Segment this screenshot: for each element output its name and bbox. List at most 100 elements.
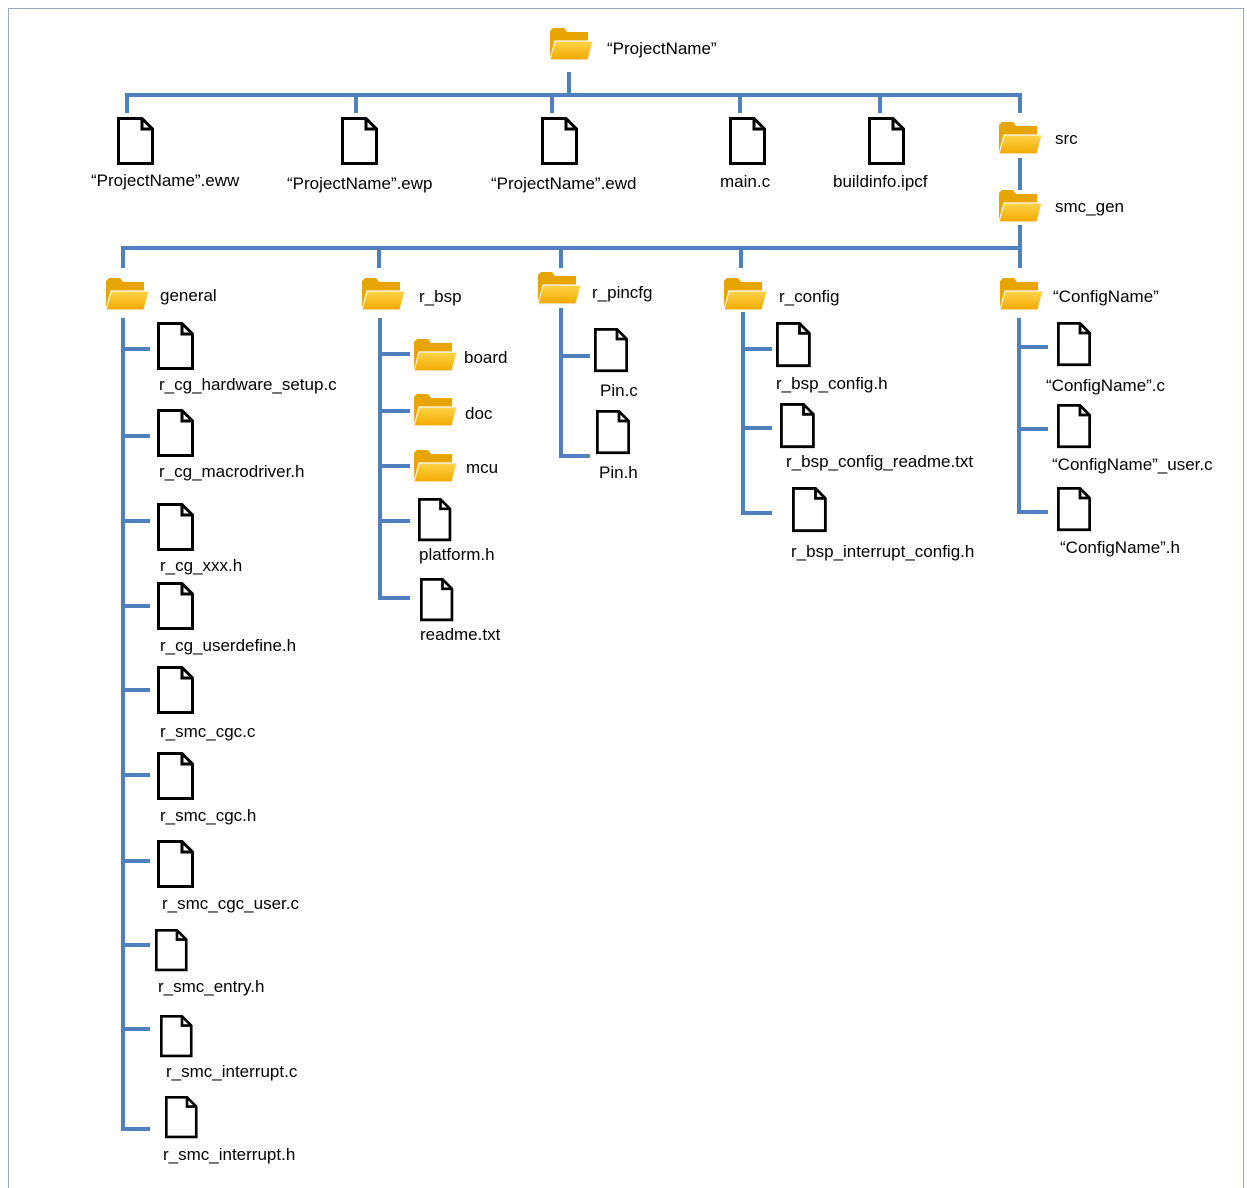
config-name-folder-label: “ConfigName”	[1053, 287, 1159, 306]
folder-icon	[723, 277, 768, 311]
folder-icon	[537, 271, 582, 305]
file-icon	[1057, 487, 1092, 532]
file-icon	[594, 328, 629, 373]
file-icon	[1057, 322, 1092, 367]
connector-lines	[121, 72, 1048, 1131]
general-file: r_cg_userdefine.h	[157, 582, 296, 655]
general-file: r_cg_xxx.h	[157, 503, 242, 575]
config-name-file: “ConfigName”.c	[1046, 322, 1166, 395]
file-label: buildinfo.ipcf	[833, 172, 928, 191]
file-label: r_smc_interrupt.h	[163, 1145, 295, 1164]
file-label: “ConfigName”.c	[1046, 376, 1166, 395]
general-file: r_cg_hardware_setup.c	[157, 322, 337, 394]
file-label: “ProjectName”.eww	[91, 171, 240, 190]
config-name-file: “ConfigName”.h	[1057, 487, 1180, 557]
r-pincfg-file: Pin.c	[594, 328, 638, 400]
r-bsp-folder-label: r_bsp	[419, 287, 462, 306]
file-icon	[792, 487, 827, 533]
file-icon	[729, 117, 766, 165]
file-label: main.c	[720, 172, 771, 191]
folder-icon	[999, 277, 1044, 311]
r-config-file: r_bsp_config_readme.txt	[779, 402, 973, 471]
file-icon	[155, 928, 188, 972]
file-label: r_cg_xxx.h	[160, 556, 242, 575]
r-bsp-subfolder: board	[413, 338, 507, 372]
file-label: r_smc_cgc.c	[160, 722, 256, 741]
file-label: r_smc_entry.h	[158, 977, 264, 996]
file-icon	[596, 410, 631, 455]
r-bsp-folder: r_bsp	[361, 277, 462, 311]
folder-icon	[998, 189, 1043, 223]
file-label: r_cg_userdefine.h	[160, 636, 296, 655]
file-label: r_bsp_interrupt_config.h	[791, 542, 974, 561]
file-label: “ProjectName”.ewp	[287, 174, 433, 193]
general-file: r_smc_cgc_user.c	[157, 840, 299, 913]
file-label: r_bsp_config.h	[776, 374, 888, 393]
file-label: “ConfigName”_user.c	[1052, 455, 1213, 474]
file-icon	[420, 578, 454, 622]
file-icon	[159, 1015, 193, 1058]
config-name-folder: “ConfigName”	[999, 277, 1159, 311]
file-label: Pin.c	[600, 381, 638, 400]
file-icon	[868, 117, 905, 165]
file-icon	[1057, 404, 1092, 449]
r-config-file: r_bsp_config.h	[775, 322, 888, 393]
config-name-file: “ConfigName”_user.c	[1052, 404, 1213, 474]
file-icon	[779, 402, 815, 449]
file-ewd: “ProjectName”.ewd	[491, 117, 637, 193]
smc-gen-folder: smc_gen	[998, 189, 1124, 223]
file-label: r_smc_cgc_user.c	[162, 894, 299, 913]
file-label: Pin.h	[599, 463, 638, 482]
file-icon	[117, 117, 154, 165]
folder-icon	[413, 338, 458, 372]
file-label: r_cg_hardware_setup.c	[159, 375, 337, 394]
file-label: r_cg_macrodriver.h	[159, 462, 305, 481]
file-icon	[418, 498, 452, 542]
folder-icon	[998, 121, 1043, 155]
r-config-folder-label: r_config	[779, 287, 839, 306]
r-config-file: r_bsp_interrupt_config.h	[791, 487, 974, 561]
general-file: r_smc_entry.h	[155, 928, 264, 996]
general-folder: general	[105, 277, 217, 311]
file-ewp: “ProjectName”.ewp	[287, 117, 433, 193]
general-file: r_cg_macrodriver.h	[157, 409, 305, 481]
file-icon	[341, 117, 378, 165]
r-bsp-subfolder: doc	[413, 393, 493, 427]
subfolder-label: doc	[465, 404, 493, 423]
general-file: r_smc_interrupt.c	[159, 1015, 298, 1081]
src-folder-label: src	[1055, 129, 1078, 148]
r-bsp-file: platform.h	[418, 498, 495, 564]
general-file: r_smc_cgc.h	[157, 752, 256, 825]
file-icon	[157, 503, 194, 551]
file-icon	[157, 322, 194, 370]
file-label: “ProjectName”.ewd	[491, 174, 637, 193]
file-label: r_smc_interrupt.c	[166, 1062, 298, 1081]
file-eww: “ProjectName”.eww	[91, 117, 240, 190]
r-config-folder: r_config	[723, 277, 839, 311]
file-icon	[157, 840, 194, 888]
root-folder: “ProjectName”	[549, 27, 717, 61]
file-icon	[157, 752, 194, 800]
file-icon	[775, 322, 811, 368]
folder-icon	[361, 277, 406, 311]
src-folder: src	[998, 121, 1078, 155]
folder-icon	[549, 27, 594, 61]
root-folder-label: “ProjectName”	[607, 39, 717, 58]
file-main: main.c	[720, 117, 771, 191]
file-icon	[157, 409, 194, 457]
file-icon	[165, 1096, 198, 1139]
folder-icon	[413, 449, 458, 483]
file-label: r_smc_cgc.h	[160, 806, 256, 825]
file-icon	[541, 117, 578, 165]
general-folder-label: general	[160, 286, 217, 305]
r-pincfg-file: Pin.h	[596, 410, 638, 482]
r-bsp-file: readme.txt	[420, 578, 501, 644]
file-label: platform.h	[419, 545, 495, 564]
r-bsp-subfolder: mcu	[413, 449, 498, 483]
file-buildinfo: buildinfo.ipcf	[833, 117, 928, 191]
file-label: readme.txt	[420, 625, 501, 644]
file-icon	[157, 582, 194, 630]
file-label: r_bsp_config_readme.txt	[786, 452, 973, 471]
folder-icon	[105, 277, 150, 311]
